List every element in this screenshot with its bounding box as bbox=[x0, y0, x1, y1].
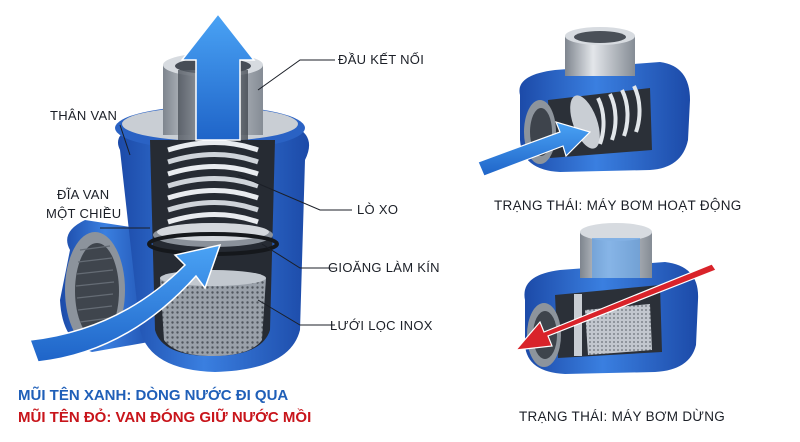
running-spring bbox=[596, 85, 642, 145]
stopped-disc bbox=[574, 294, 582, 356]
flow-up-arrow bbox=[180, 12, 256, 141]
label-spring: LÒ XO bbox=[357, 202, 398, 217]
label-disc-line1: ĐĨA VAN bbox=[57, 187, 109, 202]
stopped-retained-water bbox=[592, 238, 640, 278]
leader-lines bbox=[100, 59, 352, 326]
label-connector: ĐẦU KẾT NỐI bbox=[338, 52, 424, 67]
valve-running bbox=[477, 27, 690, 177]
label-gasket: GIOĂNG LÀM KÍN bbox=[328, 260, 440, 275]
running-flow-arrow bbox=[477, 121, 592, 177]
caption-running: TRẠNG THÁI: MÁY BƠM HOẠT ĐỘNG bbox=[494, 198, 742, 213]
stopped-red-arrow bbox=[514, 263, 717, 351]
caption-stopped: TRẠNG THÁI: MÁY BƠM DỪNG bbox=[519, 409, 725, 424]
inlet-threads bbox=[75, 245, 115, 323]
label-strainer: LƯỚI LỌC INOX bbox=[330, 318, 433, 333]
flow-curved-arrow bbox=[28, 243, 222, 363]
legend-blue: MŨI TÊN XANH: DÒNG NƯỚC ĐI QUA bbox=[18, 386, 288, 404]
legend-red: MŨI TÊN ĐỎ: VAN ĐÓNG GIỮ NƯỚC MỒI bbox=[18, 408, 311, 426]
stopped-strainer bbox=[585, 304, 652, 355]
strainer-mesh bbox=[160, 278, 266, 356]
running-disc bbox=[570, 95, 600, 149]
valve-stopped bbox=[514, 223, 717, 374]
inlet-opening bbox=[75, 243, 119, 339]
spring bbox=[167, 140, 259, 225]
label-disc-line2: MỘT CHIỀU bbox=[46, 206, 121, 221]
label-body: THÂN VAN bbox=[50, 108, 117, 123]
stopped-top-rim bbox=[580, 223, 652, 241]
running-top-opening bbox=[574, 31, 626, 43]
